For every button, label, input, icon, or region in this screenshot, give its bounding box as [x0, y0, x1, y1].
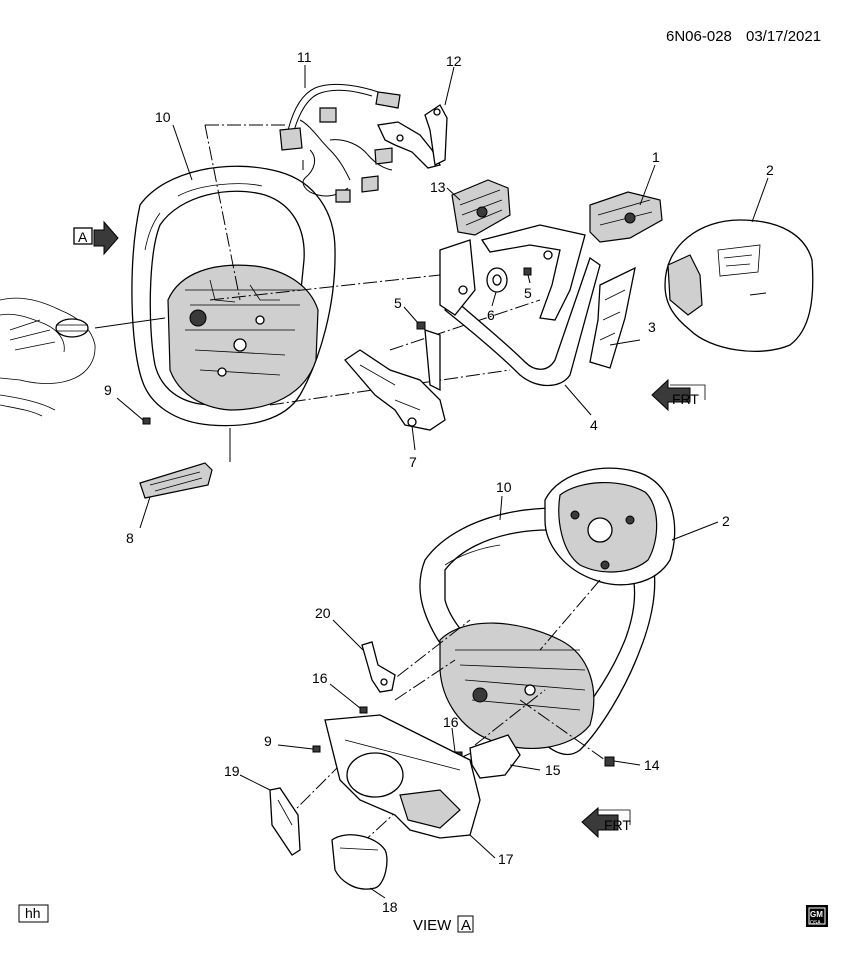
callout-11: 11	[297, 49, 312, 65]
callout-18: 18	[382, 899, 398, 915]
bolt-5-left	[416, 321, 426, 330]
leader-harness-hub	[204, 124, 241, 301]
callout-15: 15	[545, 762, 561, 778]
screw-9-bottom	[312, 745, 321, 753]
switch-1	[589, 191, 663, 243]
callout-13: 13	[430, 179, 446, 195]
damper-6	[486, 267, 508, 293]
bracket-12	[377, 104, 448, 169]
callout-1: 1	[652, 149, 660, 165]
screw-9-top	[142, 417, 151, 425]
footer-tag-text: hh	[25, 905, 41, 921]
screw-16-left	[359, 706, 368, 714]
leader-airbag-wheel	[539, 579, 601, 651]
leader-bracket20	[379, 619, 471, 691]
callout-20: 20	[315, 605, 331, 621]
bracket-20	[361, 641, 396, 693]
leader-cover19	[284, 759, 346, 821]
front-arrow-bottom: FRT	[581, 806, 631, 839]
callout-10-top: 10	[155, 109, 171, 125]
callout-9-top: 9	[104, 382, 112, 398]
callout-19: 19	[224, 763, 240, 779]
lower-trim-17	[324, 714, 481, 839]
airbag-bottom	[544, 467, 676, 586]
callout-16-right: 16	[443, 714, 459, 730]
callout-14: 14	[644, 757, 660, 773]
front-arrow-bottom-label: FRT	[604, 817, 631, 833]
gm-logo: GM OSA	[806, 905, 828, 927]
cover-3	[589, 266, 636, 369]
switch-8	[139, 462, 213, 499]
view-a-arrow-label: A	[78, 229, 88, 245]
gm-logo-top: GM	[810, 910, 823, 919]
view-label-letter: A	[461, 917, 471, 934]
cover-19	[269, 787, 301, 856]
lower-cover-4	[439, 224, 601, 387]
bolt-14	[604, 756, 615, 767]
steering-column	[0, 297, 96, 417]
view-a-arrow: A	[73, 220, 119, 256]
front-arrow-top: FRT	[651, 378, 706, 412]
callout-16-left: 16	[312, 670, 328, 686]
callout-12: 12	[446, 53, 462, 69]
callout-leaders	[116, 65, 769, 899]
callout-2: 2	[766, 162, 774, 178]
view-label-text: VIEW	[413, 917, 452, 934]
airbag-top	[664, 219, 814, 352]
leader-bolt14	[519, 699, 606, 761]
callout-4: 4	[590, 417, 598, 433]
leader-screw16	[459, 739, 501, 759]
front-arrow-top-label: FRT	[672, 391, 699, 407]
bolt-5-right	[523, 267, 532, 276]
callout-2-bottom: 2	[722, 513, 730, 529]
leader-cover17	[394, 659, 456, 701]
callout-17: 17	[498, 851, 514, 867]
view-label: VIEW A	[413, 915, 474, 934]
callout-5-right: 5	[524, 285, 532, 301]
callout-6: 6	[487, 307, 495, 323]
wiring-harness	[279, 83, 401, 203]
callout-10-bottom: 10	[496, 479, 512, 495]
steering-wheel-top	[131, 165, 336, 427]
doc-date: 03/17/2021	[746, 28, 821, 45]
leader-hub-bracket	[209, 274, 441, 301]
callout-7: 7	[409, 454, 417, 470]
gm-logo-bottom: OSA	[810, 920, 821, 926]
callout-8: 8	[126, 530, 134, 546]
callout-3: 3	[648, 319, 656, 335]
callout-5-left: 5	[394, 295, 402, 311]
bracket-7	[344, 329, 446, 431]
callout-9-bottom: 9	[264, 733, 272, 749]
cover-15	[469, 734, 521, 779]
switch-13	[451, 179, 511, 236]
cap-18	[331, 834, 388, 890]
leader-cover15	[474, 689, 546, 746]
doc-id: 6N06-028	[666, 28, 732, 45]
footer-tag: hh	[18, 904, 49, 923]
